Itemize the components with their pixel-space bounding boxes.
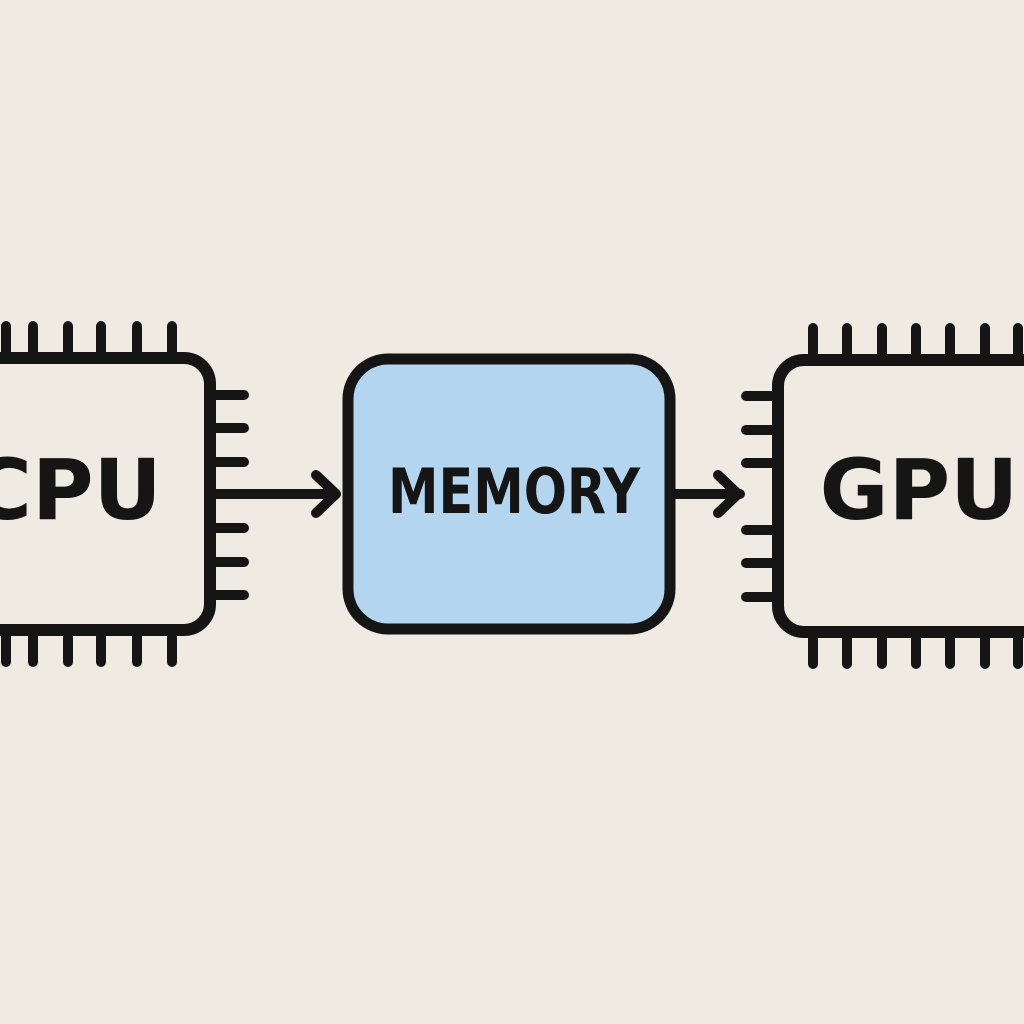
- memory-block: MEMORY: [342, 353, 676, 635]
- memory-label: MEMORY: [388, 455, 641, 528]
- arrow-head-icon: [311, 470, 341, 518]
- gpu-top-pins: [808, 323, 1023, 359]
- gpu-body: [772, 354, 1024, 638]
- edge-cpu-to-memory: [209, 470, 341, 518]
- cpu-top-pins: [1, 321, 177, 357]
- gpu-bottom-pins: [808, 633, 1023, 669]
- cpu-bottom-pins: [1, 632, 177, 667]
- memory-body: [342, 353, 676, 635]
- gpu-left-pins: [741, 391, 781, 602]
- gpu-label: GPU: [820, 441, 1019, 539]
- edge-memory-to-gpu: [671, 470, 745, 518]
- gpu-chip: GPU: [741, 323, 1024, 669]
- arrow-head-icon: [713, 470, 743, 518]
- cpu-label: CPU: [0, 441, 162, 539]
- cpu-chip: CPU: [0, 321, 249, 667]
- cpu-right-pins: [209, 390, 249, 600]
